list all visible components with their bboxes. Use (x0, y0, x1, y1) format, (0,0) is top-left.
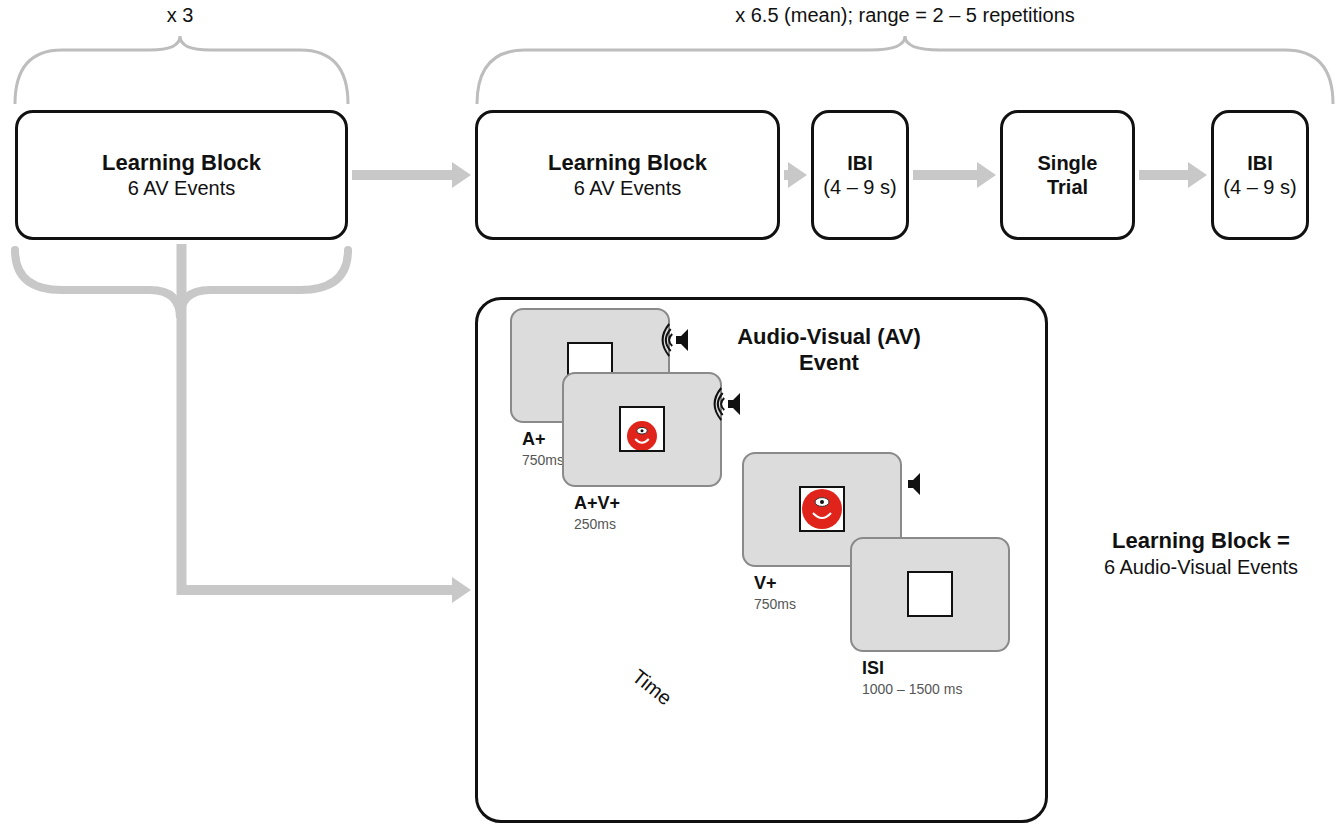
node-heading: Learning Block (548, 150, 707, 176)
sound-wave (718, 393, 723, 415)
node-detail: 1000 – 1500 ms (862, 681, 1010, 698)
interval-box: IBI(4 – 9 s) (1211, 110, 1309, 240)
screen-art (564, 374, 720, 485)
sound-wave (663, 324, 670, 356)
sound-wave (721, 398, 724, 410)
screen-node: ISI1000 – 1500 ms (850, 537, 1010, 697)
face-stimulus (802, 489, 842, 529)
node-heading: IBI (847, 151, 873, 175)
node-heading: Single Trial (1028, 151, 1108, 199)
block-box: Learning Block6 AV Events (475, 110, 780, 240)
flow-arrow (352, 170, 452, 180)
face-pupil (820, 500, 824, 504)
face-mouth (813, 513, 831, 518)
node-heading: IBI (1247, 151, 1273, 175)
face-disc (627, 421, 657, 450)
screen-node: A+V+250ms (562, 372, 722, 532)
node-detail: 6 AV Events (128, 176, 235, 200)
flow-arrow (913, 170, 977, 180)
repeat-count: x 3 (80, 4, 280, 27)
legend-note: 6 Audio-Visual Events (1058, 556, 1344, 579)
node-detail: (4 – 9 s) (823, 175, 896, 199)
sound-wave (715, 388, 722, 420)
face-pupil (641, 429, 644, 432)
speaker-body (728, 393, 740, 415)
face-eye (815, 498, 829, 507)
flow-arrow (784, 170, 788, 180)
speaker-icon (908, 473, 920, 495)
legend-note: Learning Block = (1058, 528, 1344, 554)
interval-box: IBI(4 – 9 s) (811, 110, 909, 240)
sound-wave (666, 329, 671, 351)
stimulus-square (908, 572, 952, 616)
node-heading: A+V+ (574, 493, 722, 515)
node-heading: Learning Block (102, 150, 261, 176)
face-stimulus (627, 421, 657, 450)
repeat-count: x 6.5 (mean); range = 2 – 5 repetitions (640, 4, 1170, 27)
repeat-bracket (477, 36, 1333, 104)
speaker-body (908, 473, 920, 495)
screen-frame (850, 537, 1010, 652)
node-heading: ISI (862, 658, 1010, 680)
trial-box: Single Trial (1000, 110, 1135, 240)
speaker-icon (663, 324, 688, 356)
stimulus-square (800, 487, 844, 531)
node-detail: 250ms (574, 516, 722, 533)
face-eye (637, 427, 648, 434)
block-box: Learning Block6 AV Events (15, 110, 348, 240)
flow-arrow (1139, 170, 1188, 180)
flow-arrow (182, 244, 453, 590)
event-panel: A+750msA+V+250msV+750msISI1000 – 1500 ms… (475, 297, 1048, 823)
face-disc (802, 489, 842, 529)
speaker-body (676, 329, 688, 351)
node-detail: (4 – 9 s) (1223, 175, 1296, 199)
sound-wave (669, 334, 672, 346)
node-heading: Audio-Visual (AV) Event (716, 324, 942, 377)
stimulus-square (620, 407, 664, 451)
node-detail: 6 AV Events (574, 176, 681, 200)
speaker-icon (715, 388, 740, 420)
repeat-bracket (15, 36, 348, 104)
face-mouth (635, 439, 649, 443)
screen-art (852, 539, 1008, 650)
screen-frame (562, 372, 722, 487)
